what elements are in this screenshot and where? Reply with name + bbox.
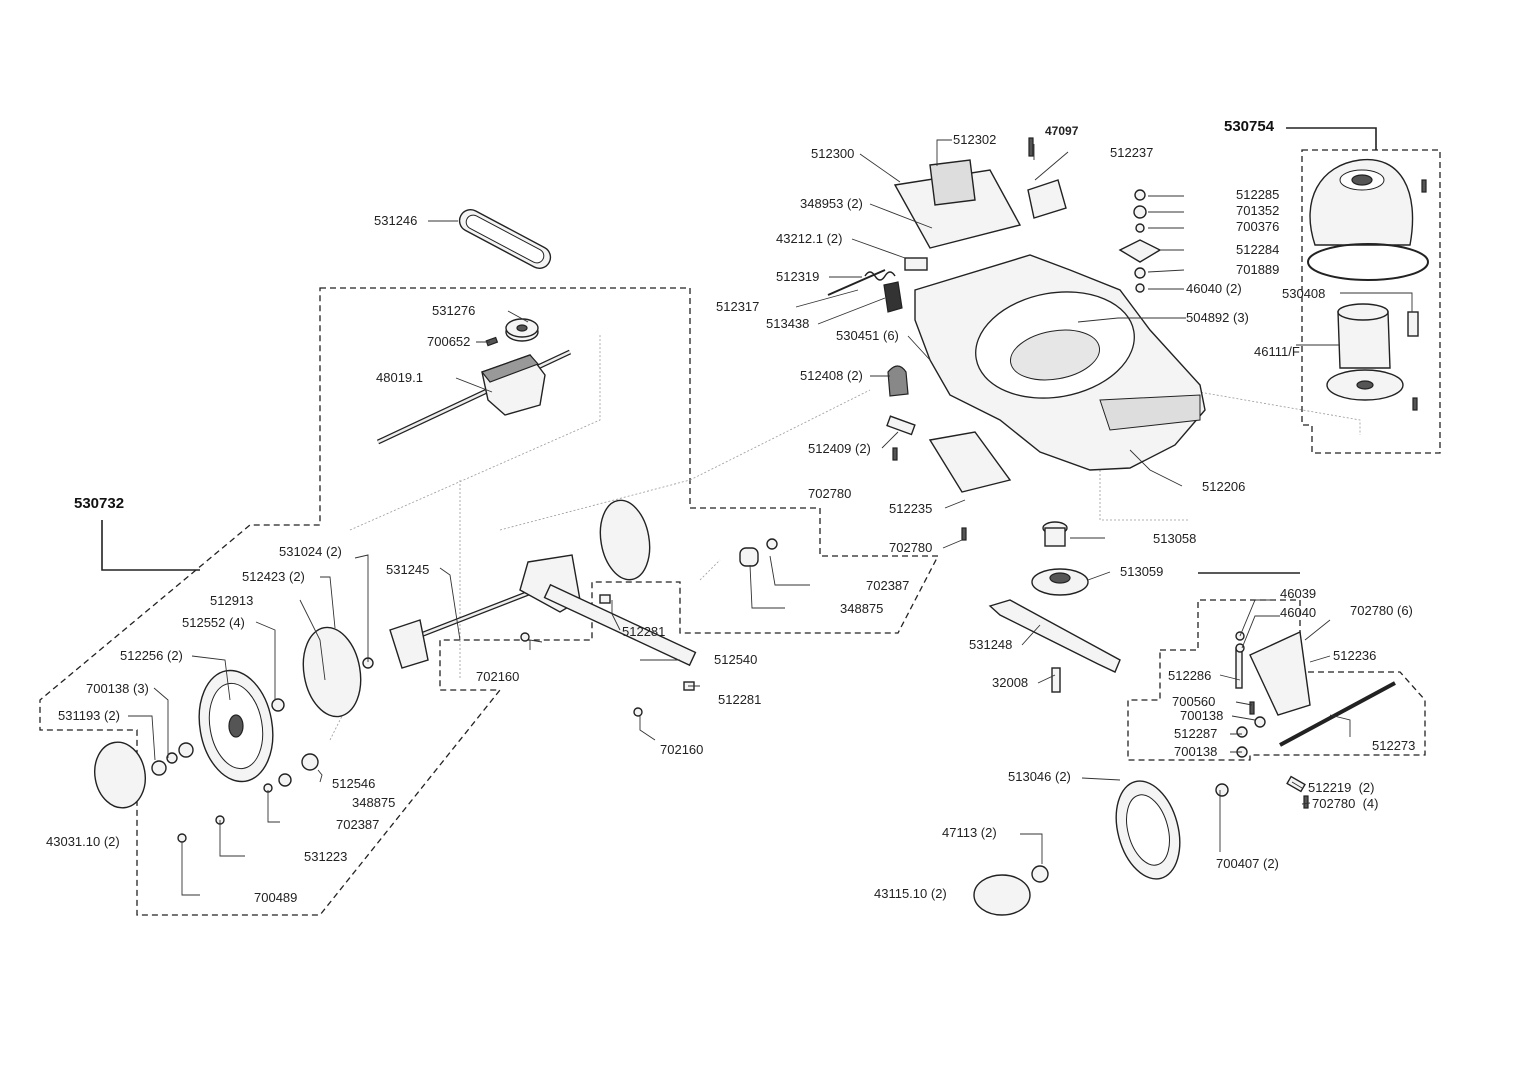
deflector-part bbox=[928, 431, 1012, 493]
part-label-700138-3: 700138 (3) bbox=[86, 681, 149, 696]
part-label-512423: 512423 (2) bbox=[242, 569, 305, 584]
assembly-label-530732: 530732 bbox=[74, 495, 125, 512]
part-label-47097: 47097 bbox=[1045, 124, 1079, 138]
part-label-512287: 512287 bbox=[1174, 726, 1218, 741]
part-label-700376: 700376 bbox=[1236, 219, 1280, 234]
drive-assembly-outline bbox=[39, 287, 940, 916]
part-label-531024: 531024 (2) bbox=[279, 544, 342, 559]
part-label-512546: 512546 bbox=[332, 776, 376, 791]
part-label-512281-b: 512281 bbox=[718, 692, 762, 707]
part-label-512302: 512302 bbox=[953, 132, 997, 147]
part-label-531245: 531245 bbox=[386, 562, 430, 577]
part-label-531193: 531193 (2) bbox=[58, 708, 120, 723]
part-label-348875-a: 348875 bbox=[352, 795, 396, 810]
hubcap-left bbox=[94, 741, 146, 809]
assembly-530754-leader bbox=[1286, 127, 1377, 150]
part-label-512286: 512286 bbox=[1168, 668, 1212, 683]
front-axle-rod bbox=[1279, 681, 1396, 747]
part-label-702780-b: 702780 bbox=[889, 540, 933, 555]
part-label-701352: 701352 bbox=[1236, 203, 1280, 218]
part-label-700489: 700489 bbox=[254, 890, 298, 905]
part-label-531276: 531276 bbox=[432, 303, 476, 318]
height-bar-part bbox=[543, 583, 697, 667]
fasteners bbox=[151, 179, 1427, 883]
part-label-46040-2: 46040 (2) bbox=[1186, 281, 1242, 296]
part-label-530408: 530408 bbox=[1282, 286, 1326, 301]
part-label-512409: 512409 (2) bbox=[808, 441, 871, 456]
part-label-702160-a: 702160 bbox=[476, 669, 520, 684]
part-label-513438: 513438 bbox=[766, 316, 810, 331]
part-label-348953: 348953 (2) bbox=[800, 196, 863, 211]
part-label-512285: 512285 bbox=[1236, 187, 1280, 202]
part-label-46039: 46039 bbox=[1280, 586, 1317, 601]
assembly-530732-leader bbox=[101, 520, 200, 571]
part-label-702780-a: 702780 bbox=[808, 486, 852, 501]
part-label-504892: 504892 (3) bbox=[1186, 310, 1249, 325]
leader-lines bbox=[128, 139, 1413, 896]
part-label-513059: 513059 bbox=[1120, 564, 1164, 579]
part-label-512219: 512219 (2) bbox=[1308, 780, 1375, 795]
rear-axle-assembly-outline bbox=[1127, 599, 1426, 761]
part-label-348875-b: 348875 bbox=[840, 601, 884, 616]
part-label-512552: 512552 (4) bbox=[182, 615, 245, 630]
assembly-label-530754: 530754 bbox=[1224, 118, 1275, 135]
part-label-43115-10: 43115.10 (2) bbox=[874, 886, 947, 901]
axle-hubcap bbox=[599, 499, 651, 581]
part-label-512913: 512913 bbox=[210, 593, 254, 608]
part-label-46040: 46040 bbox=[1280, 605, 1317, 620]
part-label-512540: 512540 bbox=[714, 652, 758, 667]
part-label-531248: 531248 bbox=[969, 637, 1013, 652]
part-label-702387-b: 702387 bbox=[866, 578, 910, 593]
part-label-701889: 701889 bbox=[1236, 262, 1280, 277]
part-label-700560: 700560 bbox=[1172, 694, 1216, 709]
construction-lines bbox=[329, 335, 1361, 741]
part-label-531223: 531223 bbox=[304, 849, 348, 864]
part-label-46111-f: 46111/F bbox=[1254, 344, 1300, 359]
part-label-700138-c: 700138 bbox=[1174, 744, 1218, 759]
part-label-702780-4: 702780 (4) bbox=[1312, 796, 1379, 811]
part-label-702160-b: 702160 bbox=[660, 742, 704, 757]
part-label-531246: 531246 bbox=[374, 213, 418, 228]
part-label-513058: 513058 bbox=[1153, 531, 1197, 546]
part-label-32008: 32008 bbox=[992, 675, 1029, 690]
part-label-512281-a: 512281 bbox=[622, 624, 666, 639]
part-label-43031-10: 43031.10 (2) bbox=[46, 834, 120, 849]
hubcap-right bbox=[973, 874, 1031, 916]
part-label-512284: 512284 bbox=[1236, 242, 1280, 257]
part-label-48019-1: 48019.1 bbox=[376, 370, 423, 385]
part-label-530451: 530451 (6) bbox=[836, 328, 899, 343]
part-label-47113: 47113 (2) bbox=[942, 825, 997, 840]
part-label-702780-6: 702780 (6) bbox=[1350, 603, 1413, 618]
part-label-512237: 512237 bbox=[1110, 145, 1154, 160]
part-label-512317: 512317 bbox=[716, 299, 760, 314]
part-label-512235: 512235 bbox=[889, 501, 933, 516]
blade-part bbox=[988, 599, 1121, 673]
cover-part-512237 bbox=[1027, 179, 1067, 219]
part-label-512236: 512236 bbox=[1333, 648, 1377, 663]
part-label-700652: 700652 bbox=[427, 334, 471, 349]
part-label-512408: 512408 (2) bbox=[800, 368, 863, 383]
part-label-512273: 512273 bbox=[1372, 738, 1416, 753]
part-label-512300: 512300 bbox=[811, 146, 855, 161]
part-label-513046: 513046 (2) bbox=[1008, 769, 1071, 784]
part-label-512256: 512256 (2) bbox=[120, 648, 183, 663]
part-label-512319: 512319 bbox=[776, 269, 820, 284]
part-label-700138-b: 700138 bbox=[1180, 708, 1224, 723]
part-label-512206: 512206 bbox=[1202, 479, 1246, 494]
bracket-part bbox=[887, 365, 909, 397]
part-label-700407: 700407 (2) bbox=[1216, 856, 1279, 871]
part-label-702387-a: 702387 bbox=[336, 817, 380, 832]
motor-cover-part bbox=[1309, 158, 1414, 246]
part-label-43212-1: 43212.1 (2) bbox=[776, 231, 843, 246]
rear-wheel-plate bbox=[302, 626, 362, 718]
